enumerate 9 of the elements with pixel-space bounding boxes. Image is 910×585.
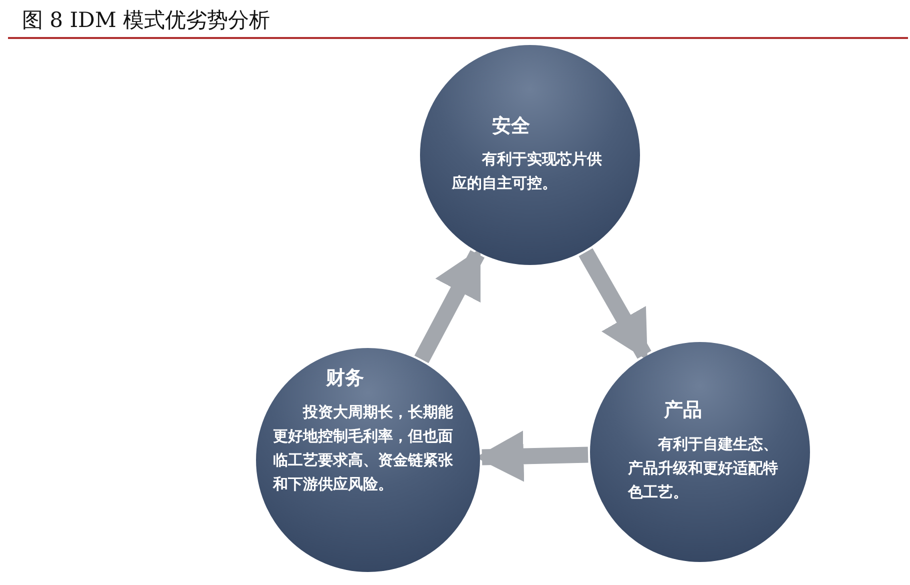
node-heading: 财务	[326, 366, 364, 391]
page-title: 图 8 IDM 模式优劣势分析	[22, 7, 270, 34]
node-heading: 产品	[664, 398, 702, 423]
node-description: 有利于自建生态、产品升级和更好适配特色工艺。	[628, 434, 779, 503]
node-description: 有利于实现芯片供应的自主可控。	[452, 149, 603, 194]
node-heading: 安全	[492, 114, 530, 139]
node-description: 投资大周期长，长期能更好地控制毛利率，但也面临工艺要求高、资金链紧张和下游供应风险。	[273, 402, 453, 495]
arrow	[578, 248, 652, 360]
arrow	[414, 248, 485, 364]
